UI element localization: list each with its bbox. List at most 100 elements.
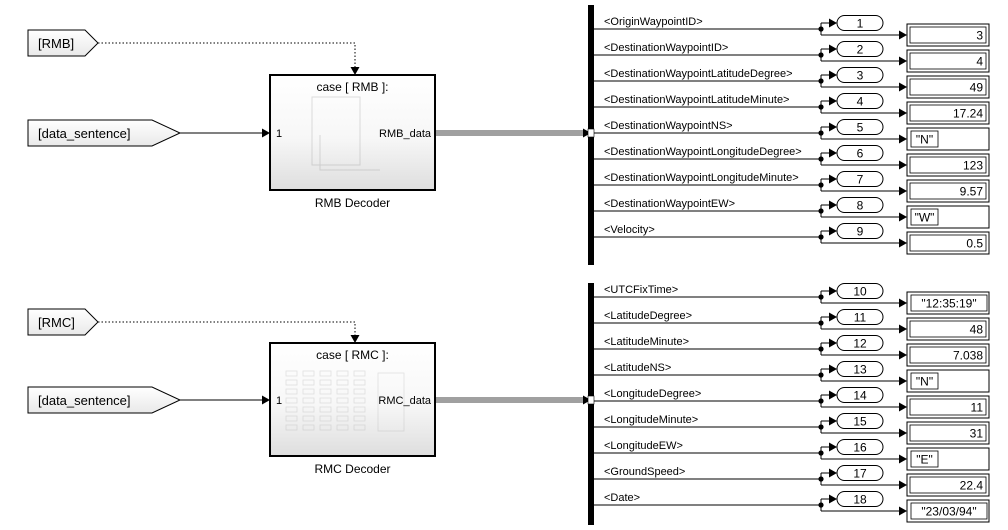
outport-block[interactable] [836, 361, 884, 377]
display-arrowhead [899, 212, 907, 222]
display-value: 11 [971, 401, 984, 415]
outport-number: 3 [857, 69, 864, 83]
outport-block[interactable] [836, 413, 884, 429]
outport-block[interactable] [836, 223, 884, 239]
display-arrowhead [899, 134, 907, 144]
outport-block[interactable] [836, 387, 884, 403]
decoder-subsystem-block[interactable] [269, 74, 436, 191]
bus-signal-row: <DestinationWaypointNS>5"N" [604, 119, 990, 151]
preview-cell [285, 379, 298, 386]
display-arrowhead [899, 428, 907, 438]
display-value: 31 [970, 427, 984, 441]
subsystem-preview-graphic [285, 370, 405, 432]
bus-signal-row: <Velocity>90.5 [604, 223, 990, 255]
branch-point [818, 372, 824, 378]
branch-point [818, 346, 824, 352]
display-value-box [910, 450, 939, 468]
outport-arrowhead [829, 338, 837, 348]
preview-cell [302, 388, 315, 395]
display-arrowhead [899, 82, 907, 92]
outport-block[interactable] [836, 491, 884, 507]
outport-block[interactable] [836, 67, 884, 83]
subsystem-in-port-label: 1 [276, 128, 282, 140]
outport-number: 11 [854, 311, 867, 325]
display-arrowhead [899, 186, 907, 196]
data-sentence-tag-block[interactable] [27, 386, 182, 414]
signal-label: <GroundSpeed> [604, 466, 685, 478]
bus-signal-row: <UTCFixTime>10"12:35:19" [604, 283, 990, 315]
outport-arrowhead [829, 312, 837, 322]
outport-arrowhead [829, 286, 837, 296]
outport-block[interactable] [836, 283, 884, 299]
bus-signal-row: <OriginWaypointID>13 [604, 15, 990, 47]
outport-block[interactable] [836, 439, 884, 455]
display-value: "N" [916, 375, 933, 389]
display-value: "12:35:19" [921, 297, 976, 311]
display-value: 123 [963, 159, 983, 173]
branch-point [818, 502, 824, 508]
outport-arrowhead [829, 494, 837, 504]
outport-number: 6 [857, 147, 864, 161]
bus-signal-row: <DestinationWaypointLatitudeMinute>417.2… [604, 93, 990, 125]
display-value-box [909, 182, 987, 200]
decoder-subsystem-block[interactable] [269, 342, 436, 457]
outport-number: 18 [853, 493, 867, 507]
preview-cell [319, 406, 332, 413]
signal-label: <DestinationWaypointID> [604, 42, 728, 54]
preview-cell [302, 415, 315, 422]
preview-cell [336, 388, 349, 395]
data-sentence-tag-block[interactable] [27, 119, 182, 147]
subsystem-out-port-label: RMB_data [379, 128, 432, 140]
preview-cell [285, 370, 298, 377]
outport-block[interactable] [836, 335, 884, 351]
display-value: 48 [970, 323, 984, 337]
outport-number: 5 [857, 121, 864, 135]
subsystem-preview-graphic [311, 96, 380, 171]
subsystem-name: RMC Decoder [314, 462, 390, 476]
display-value-box [909, 398, 987, 416]
display-value-box [910, 372, 939, 390]
outport-block[interactable] [836, 93, 884, 109]
signal-label: <DestinationWaypointLongitudeMinute> [604, 172, 799, 184]
bus-arrowhead [583, 128, 591, 138]
signal-label: <LongitudeMinute> [604, 414, 698, 426]
subsystem-name: RMB Decoder [315, 196, 390, 210]
from-tag-block[interactable] [27, 29, 99, 57]
outport-block[interactable] [836, 197, 884, 213]
outport-block[interactable] [836, 15, 884, 31]
outport-block[interactable] [836, 41, 884, 57]
subsystem-case-label: case [ RMC ]: [316, 348, 389, 362]
outport-number: 17 [853, 467, 867, 481]
outport-block[interactable] [836, 171, 884, 187]
branch-point [818, 320, 824, 326]
outport-arrowhead [829, 18, 837, 28]
display-value: 4 [976, 55, 983, 69]
outport-block[interactable] [836, 145, 884, 161]
signal-label: <Date> [604, 492, 640, 504]
display-value-box [910, 294, 988, 312]
outport-number: 10 [853, 285, 867, 299]
bus-selector-port [587, 395, 595, 405]
outport-block[interactable] [836, 465, 884, 481]
display-value-box [910, 208, 939, 226]
outport-number: 14 [853, 389, 867, 403]
from-tag-block[interactable] [27, 308, 99, 336]
preview-cell [285, 406, 298, 413]
signal-label: <Velocity> [604, 224, 655, 236]
display-value-box [909, 156, 987, 174]
display-value: "23/03/94" [921, 505, 976, 519]
from-tag-label: [RMB] [38, 36, 74, 51]
preview-cell [302, 406, 315, 413]
branch-point [818, 26, 824, 32]
outport-block[interactable] [836, 119, 884, 135]
outport-block[interactable] [836, 309, 884, 325]
preview-cell [353, 424, 366, 431]
display-value-box [909, 234, 987, 252]
bus-signal-row: <Date> 18 "23/03/94" [604, 491, 990, 523]
display-value: 9.57 [960, 185, 984, 199]
signal-label: <DestinationWaypointLatitudeDegree> [604, 68, 793, 80]
